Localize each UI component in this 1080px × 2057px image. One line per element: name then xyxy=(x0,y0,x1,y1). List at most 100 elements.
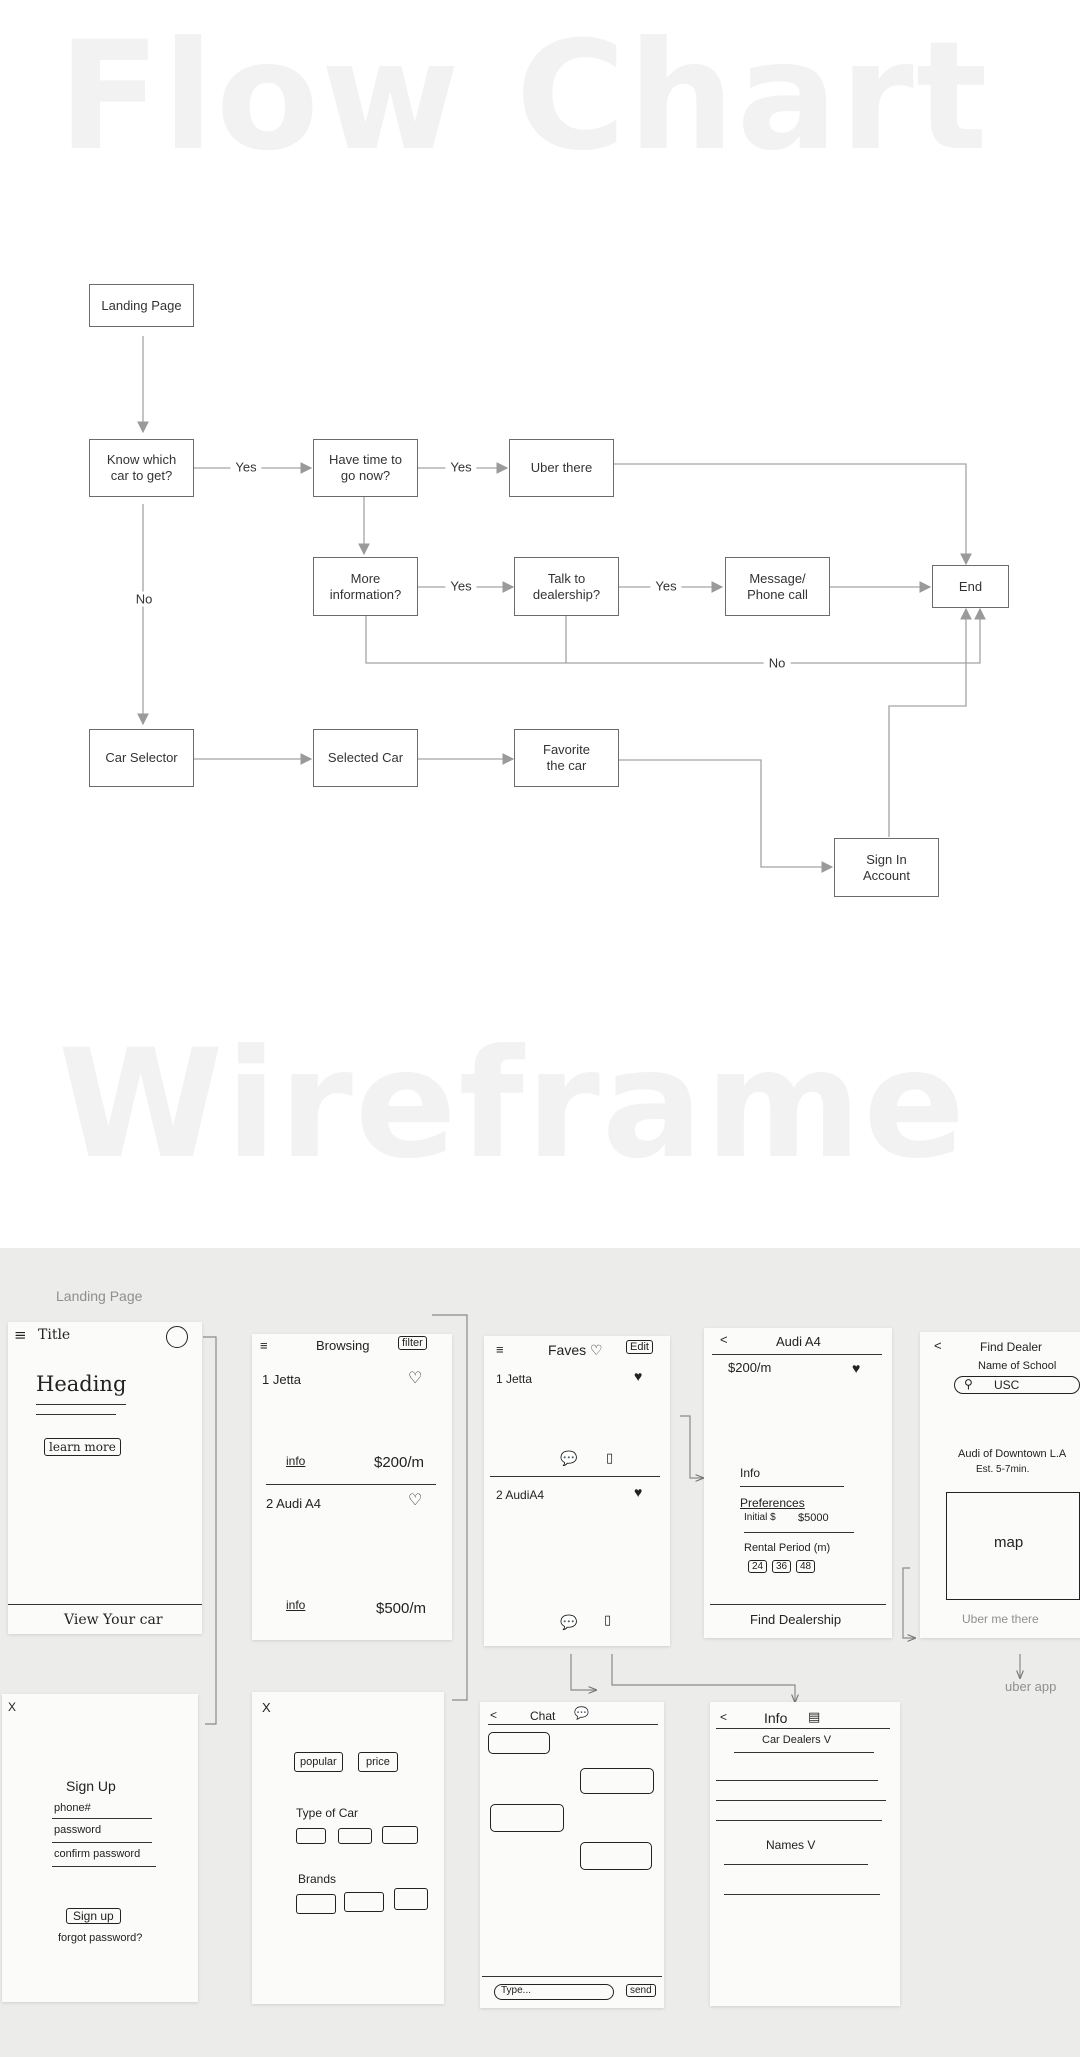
browsing-title: Browsing xyxy=(316,1338,370,1353)
document-icon[interactable]: ▯ xyxy=(604,1612,612,1627)
dealer-title: Find Dealer xyxy=(980,1340,1043,1354)
car-name: 1 Jetta xyxy=(496,1372,533,1386)
learn-more-button[interactable]: learn more xyxy=(44,1438,121,1456)
node-know-which-car: Know which car to get? xyxy=(89,439,194,497)
type-option[interactable] xyxy=(382,1826,418,1844)
heart-filled-icon[interactable]: ♥ xyxy=(852,1360,861,1376)
heart-filled-icon[interactable]: ♥ xyxy=(634,1484,643,1500)
filter-button[interactable]: filter xyxy=(398,1336,427,1350)
edge-label-no: No xyxy=(763,655,791,671)
message-input[interactable]: Type... xyxy=(494,1984,614,2000)
brand-option[interactable] xyxy=(296,1894,336,1914)
flowchart-connectors xyxy=(137,336,986,873)
uber-me-there-button[interactable]: Uber me there xyxy=(962,1612,1039,1626)
search-icon: ⚲ xyxy=(964,1377,973,1391)
node-have-time: Have time to go now? xyxy=(313,439,418,497)
node-end: End xyxy=(932,565,1009,608)
user-avatar-icon[interactable] xyxy=(166,1326,188,1348)
chat-icon[interactable]: 💬 xyxy=(560,1614,578,1630)
menu-icon[interactable]: ≡ xyxy=(14,1326,27,1344)
car-name: 2 AudiA4 xyxy=(496,1488,545,1502)
edge-signin-end xyxy=(888,607,972,837)
annotation-landing-page: Landing Page xyxy=(56,1288,143,1304)
dealer-name: Audi of Downtown L.A xyxy=(958,1448,1067,1460)
info-link[interactable]: info xyxy=(286,1598,306,1612)
node-message-phone-call: Message/ Phone call xyxy=(725,557,830,616)
find-dealership-button[interactable]: Find Dealership xyxy=(750,1612,842,1627)
document-icon[interactable]: ▯ xyxy=(606,1450,614,1465)
edge-fav-signin xyxy=(619,759,834,873)
view-your-car-button[interactable]: View Your car xyxy=(64,1612,163,1628)
edge-uber-end xyxy=(614,463,972,566)
chat-bubble-icon: 💬 xyxy=(574,1706,589,1720)
close-icon[interactable]: X xyxy=(262,1700,271,1715)
brand-option[interactable] xyxy=(344,1892,384,1912)
menu-icon[interactable]: ≡ xyxy=(496,1342,504,1357)
names-dropdown[interactable]: Names V xyxy=(766,1838,816,1852)
edge-label-yes: Yes xyxy=(445,578,477,594)
sign-up-button[interactable]: Sign up xyxy=(66,1908,121,1924)
forgot-password-link[interactable]: forgot password? xyxy=(58,1932,143,1944)
preferences-label: Preferences xyxy=(740,1496,805,1510)
wireframe-info xyxy=(710,1702,900,2006)
signup-title: Sign Up xyxy=(66,1778,116,1794)
heart-icon[interactable]: ♡ xyxy=(408,1492,423,1509)
info-title: Info xyxy=(764,1710,788,1726)
wireframe-photo: Landing Page uber app ≡ Title Heading le… xyxy=(0,1248,1080,2057)
message-bubble xyxy=(580,1842,652,1870)
close-icon[interactable]: X xyxy=(8,1700,17,1714)
wireframe-landing: ≡ Title Heading learn more View Your car xyxy=(8,1322,202,1634)
annotation-uber-app: uber app xyxy=(1005,1679,1057,1694)
back-icon[interactable]: < xyxy=(720,1332,728,1347)
price-tab[interactable]: price xyxy=(358,1752,398,1772)
car-price: $200/m xyxy=(374,1454,425,1471)
confirm-password-field[interactable]: confirm password xyxy=(54,1848,141,1860)
info-label: Info xyxy=(740,1466,761,1480)
edge-more-back xyxy=(365,607,986,664)
heart-filled-icon[interactable]: ♥ xyxy=(634,1368,643,1384)
edge-label-yes: Yes xyxy=(445,459,477,475)
edit-button[interactable]: Edit xyxy=(626,1340,653,1354)
rental-option[interactable]: 24 xyxy=(748,1560,768,1573)
send-button[interactable]: send xyxy=(626,1984,656,1997)
wireframe-sign-up xyxy=(2,1694,198,2002)
password-field[interactable]: password xyxy=(54,1824,102,1836)
back-icon[interactable]: < xyxy=(720,1710,728,1724)
brand-option[interactable] xyxy=(394,1888,428,1910)
edge-label-yes: Yes xyxy=(650,578,682,594)
message-bubble xyxy=(580,1768,654,1794)
car-dealers-dropdown[interactable]: Car Dealers V xyxy=(762,1734,832,1746)
node-sign-in-account: Sign In Account xyxy=(834,838,939,897)
back-icon[interactable]: < xyxy=(490,1708,498,1722)
message-bubble xyxy=(490,1804,564,1832)
node-uber-there: Uber there xyxy=(509,439,614,497)
popular-tab[interactable]: popular xyxy=(294,1752,343,1772)
landing-title: Title xyxy=(38,1327,71,1343)
menu-icon[interactable]: ≡ xyxy=(260,1338,268,1353)
faves-title: Faves ♡ xyxy=(548,1342,603,1358)
initial-slider[interactable] xyxy=(744,1532,854,1533)
type-option[interactable] xyxy=(338,1828,372,1844)
rental-option[interactable]: 48 xyxy=(796,1560,816,1573)
wireframe-faves xyxy=(484,1336,670,1646)
initial-value: $5000 xyxy=(798,1512,829,1524)
phone-field[interactable]: phone# xyxy=(54,1802,91,1814)
rental-option[interactable]: 36 xyxy=(772,1560,792,1573)
info-link[interactable]: info xyxy=(286,1454,306,1468)
rental-label: Rental Period (m) xyxy=(744,1542,831,1554)
node-talk-to-dealership: Talk to dealership? xyxy=(514,557,619,616)
car-name: 1 Jetta xyxy=(262,1372,302,1387)
detail-title: Audi A4 xyxy=(776,1334,821,1349)
document-icon: ▤ xyxy=(808,1709,821,1724)
node-more-information: More information? xyxy=(313,557,418,616)
wireframe-heading: Wireframe xyxy=(58,1018,968,1192)
type-option[interactable] xyxy=(296,1828,326,1844)
back-icon[interactable]: < xyxy=(934,1338,942,1353)
wireframe-car-detail xyxy=(704,1328,892,1638)
heart-icon[interactable]: ♡ xyxy=(408,1370,423,1387)
initial-label: Initial $ xyxy=(744,1512,776,1523)
node-car-selector: Car Selector xyxy=(89,729,194,787)
wireframe-filter xyxy=(252,1692,444,2004)
chat-icon[interactable]: 💬 xyxy=(560,1450,578,1466)
car-price: $500/m xyxy=(376,1600,427,1617)
